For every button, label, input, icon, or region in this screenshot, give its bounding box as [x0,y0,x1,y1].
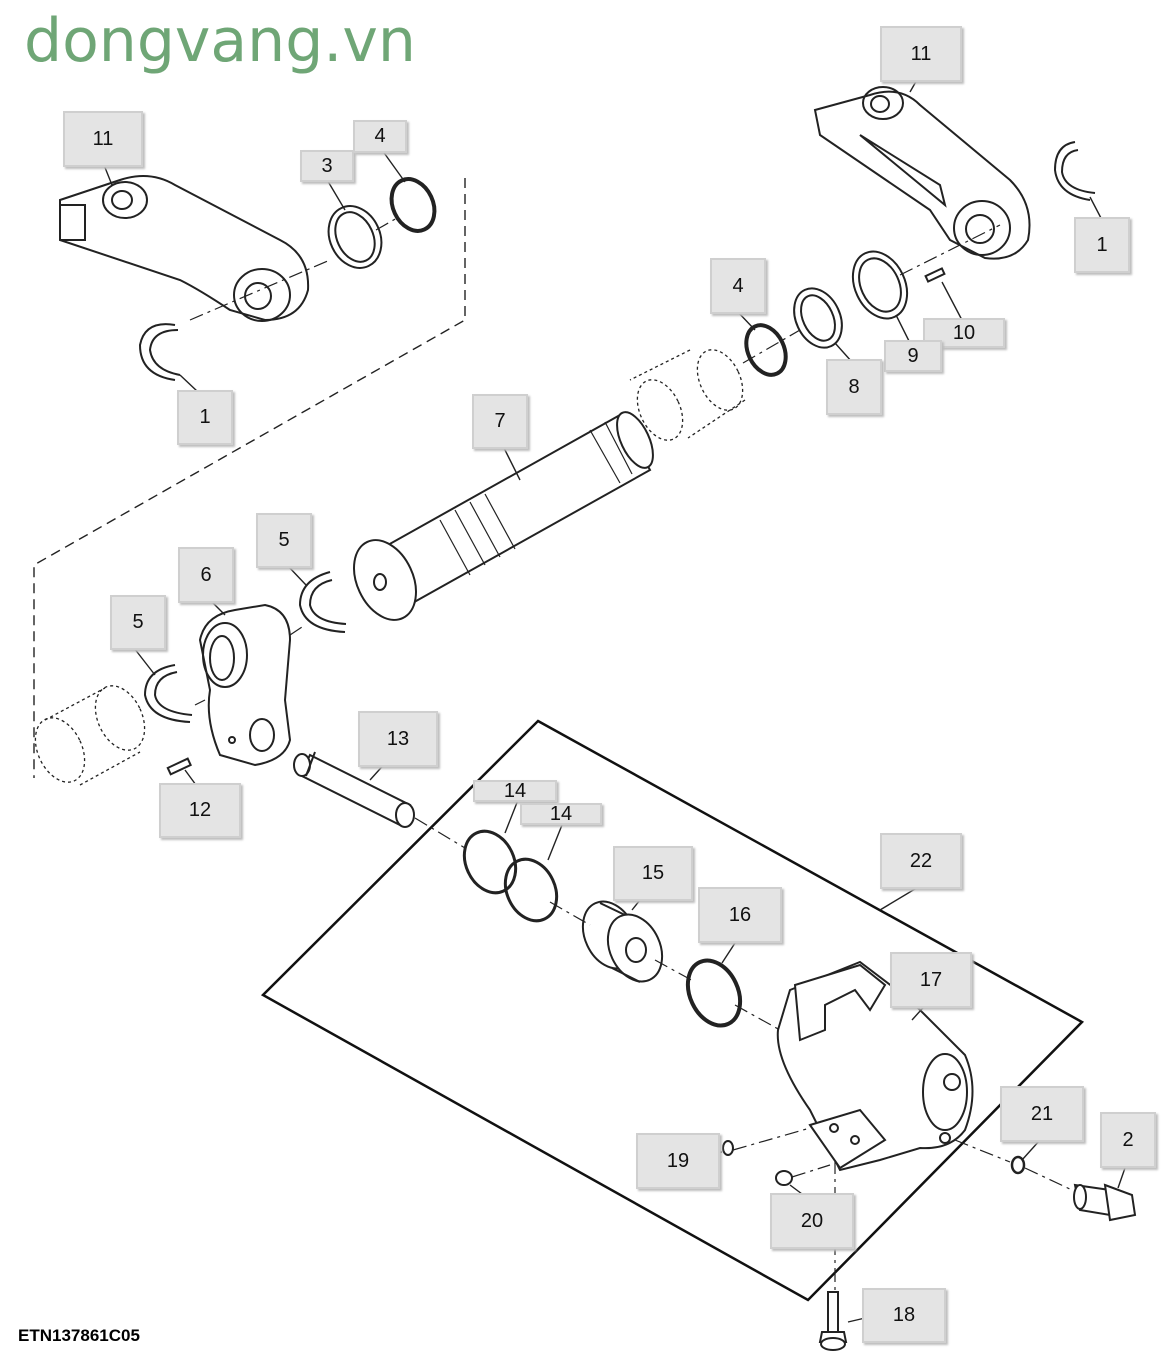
snap-ring-right [1053,141,1096,201]
o-ring-4-left [389,177,437,233]
lift-arm-left [59,175,310,322]
o-ring-19 [722,1140,734,1156]
washer-9 [851,250,909,320]
piston [581,900,664,983]
ring-14a [462,829,518,895]
callout-17: 17 [890,952,972,1008]
callout-5-upper: 5 [256,513,312,568]
callout-20: 20 [770,1193,854,1249]
snap-ring-5-upper [298,571,347,633]
ring-14b [503,857,559,923]
bushing-upper [629,349,746,441]
callout-5-lower: 5 [110,595,166,650]
callout-15: 15 [613,846,693,901]
washer-8 [793,287,843,349]
splined-shaft [353,411,654,621]
cylinder-housing [776,960,974,1172]
callout-11-right: 11 [880,26,962,82]
callout-3: 3 [300,150,354,182]
callout-6: 6 [178,547,234,603]
callout-19: 19 [636,1133,720,1189]
callout-14a: 14 [473,780,557,802]
washer-21 [1010,1155,1026,1175]
callout-16: 16 [698,887,782,943]
callout-8: 8 [826,359,882,415]
callout-18: 18 [862,1288,946,1343]
piston-rod [293,751,415,828]
callout-11-left: 11 [63,111,143,167]
fitting-2 [1073,1183,1137,1222]
washer-3 [327,205,383,269]
o-ring-4-right [744,323,788,377]
bolt-18 [818,1291,848,1351]
figure-id: ETN137861C05 [18,1326,140,1345]
bushing-lower [34,685,146,786]
lift-arm-right [813,86,1031,260]
watermark: dongvang.vn [24,6,416,76]
callout-1-left: 1 [177,390,233,445]
callout-22: 22 [880,833,962,889]
callout-13: 13 [358,711,438,767]
callout-4-right: 4 [710,258,766,314]
plug-20 [775,1170,793,1186]
callout-2: 2 [1100,1112,1156,1168]
snap-ring-5-lower [143,664,193,723]
callout-21: 21 [1000,1086,1084,1142]
callout-7: 7 [472,394,528,449]
seal-16 [685,958,743,1028]
pin-10 [924,267,946,283]
callout-4-left: 4 [353,120,407,153]
callout-1-right: 1 [1074,217,1130,273]
cylinder-group-outline [260,719,1085,1302]
callout-12: 12 [159,783,241,838]
callout-9: 9 [884,340,942,372]
roll-pin-12 [166,757,192,776]
callout-14b: 14 [520,803,602,825]
dashed-bracket [33,178,466,778]
snap-ring-left [138,323,181,381]
rockshaft-arm [198,603,292,767]
